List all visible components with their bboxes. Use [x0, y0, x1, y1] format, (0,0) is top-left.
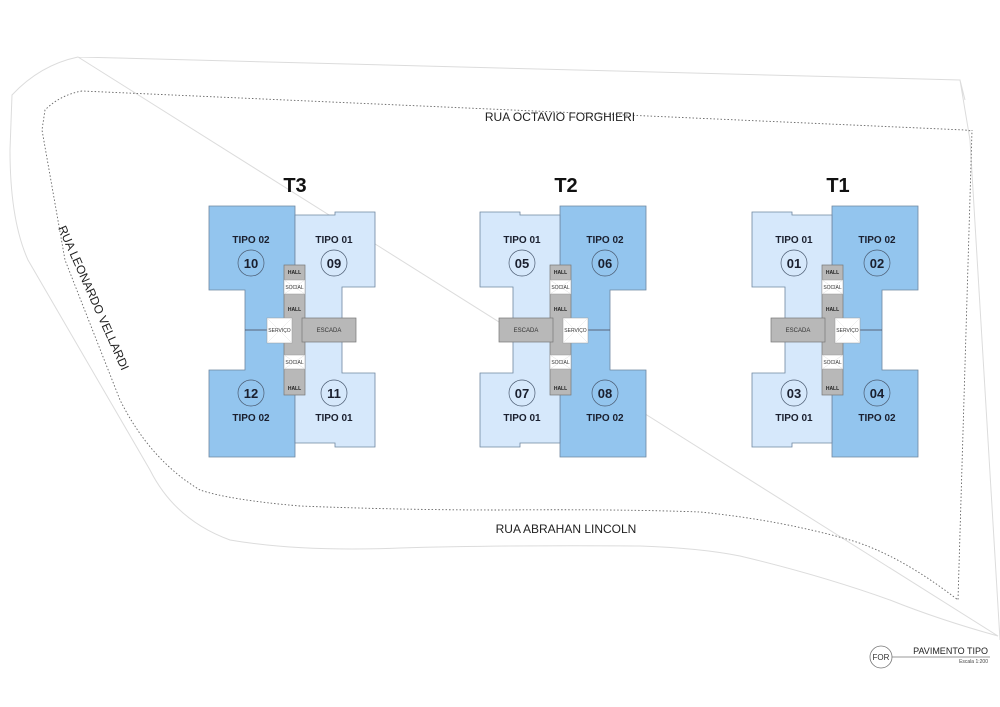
- street-label-west: RUA LEONARDO VELLARDI: [55, 224, 132, 373]
- hall-label: HALL: [826, 386, 839, 392]
- unit-type-label: TIPO 01: [775, 235, 813, 246]
- hall-label: HALL: [826, 307, 839, 313]
- unit-number: 07: [515, 386, 529, 401]
- cross-line: [562, 317, 589, 344]
- legend-scale: Escala 1:200: [959, 659, 988, 665]
- unit-type-label: TIPO 01: [503, 413, 541, 424]
- escada-stair: [770, 317, 826, 343]
- social-label: SOCIAL: [285, 285, 304, 291]
- lot-boundary: [41, 90, 973, 601]
- unit-04[interactable]: TIPO 02 04: [858, 379, 896, 424]
- social-label: SOCIAL: [823, 360, 842, 366]
- cross-line: [821, 279, 844, 295]
- escada-label: ESCADA: [786, 328, 811, 334]
- unit-type-label: TIPO 01: [315, 413, 353, 424]
- hall-label: HALL: [288, 270, 301, 276]
- hall-label: HALL: [554, 270, 567, 276]
- unit-03[interactable]: TIPO 01 03: [775, 379, 813, 424]
- unit-type-label: TIPO 02: [586, 413, 624, 424]
- cross-line: [283, 279, 306, 295]
- servico-label: SERVIÇO: [836, 328, 859, 334]
- escada-stair: [498, 317, 554, 343]
- street-label-south: RUA ABRAHAN LINCOLN: [496, 522, 637, 536]
- servico-label: SERVIÇO: [268, 328, 291, 334]
- hall-label: HALL: [554, 386, 567, 392]
- cross-line: [549, 354, 572, 370]
- unit-number-circle: [780, 379, 808, 407]
- unit-type-label: TIPO 01: [775, 413, 813, 424]
- unit-11[interactable]: TIPO 01 11: [315, 379, 353, 424]
- unit-number-circle: [237, 249, 265, 277]
- street-curb-line: [9, 56, 1000, 641]
- unit-number: 05: [515, 256, 529, 271]
- unit-type-label: TIPO 02: [858, 235, 896, 246]
- legend-code: FOR: [873, 653, 890, 662]
- unit-number-circle: [863, 379, 891, 407]
- unit-number: 01: [787, 256, 801, 271]
- tower-title: T1: [826, 175, 849, 197]
- hall-label: HALL: [826, 270, 839, 276]
- legend-title: PAVIMENTO TIPO: [913, 646, 988, 656]
- tower-t3: SOCIAL SOCIAL HALL HALL HALL SERVIÇO ESCADA T3T…: [208, 175, 376, 458]
- escada-label: ESCADA: [317, 328, 342, 334]
- escada-stair: [301, 317, 357, 343]
- unit-number: 10: [244, 256, 258, 271]
- tower-t2: SOCIAL SOCIAL HALL HALL HALL SERVIÇO ESCADA T2T…: [479, 175, 647, 458]
- unit-type-label: TIPO 02: [232, 235, 270, 246]
- unit-06[interactable]: TIPO 02 06: [586, 235, 624, 277]
- cross-line: [834, 317, 861, 344]
- cross-line: [266, 317, 293, 344]
- hall-label: HALL: [288, 307, 301, 313]
- unit-number-circle: [237, 379, 265, 407]
- unit-number-circle: [780, 249, 808, 277]
- unit-number: 09: [327, 256, 341, 271]
- unit-type-label: TIPO 02: [586, 235, 624, 246]
- unit-number-circle: [320, 379, 348, 407]
- servico-label: SERVIÇO: [564, 328, 587, 334]
- unit-number: 08: [598, 386, 612, 401]
- unit-12[interactable]: TIPO 02 12: [232, 379, 270, 424]
- unit-02[interactable]: TIPO 02 02: [858, 235, 896, 277]
- cross-line: [549, 279, 572, 295]
- unit-type-label: TIPO 02: [232, 413, 270, 424]
- plan-legend: FOR PAVIMENTO TIPO Escala 1:200: [869, 645, 990, 669]
- social-label: SOCIAL: [551, 360, 570, 366]
- social-label: SOCIAL: [285, 360, 304, 366]
- tower-t1: SOCIAL SOCIAL HALL HALL HALL SERVIÇO ESCADA T1T…: [751, 175, 919, 458]
- unit-type-label: TIPO 01: [503, 235, 541, 246]
- unit-type-label: TIPO 01: [315, 235, 353, 246]
- social-label: SOCIAL: [823, 285, 842, 291]
- social-label: SOCIAL: [551, 285, 570, 291]
- unit-05[interactable]: TIPO 01 05: [503, 235, 541, 277]
- street-label-north: RUA OCTAVIO FORGHIERI: [485, 110, 635, 124]
- unit-10[interactable]: TIPO 02 10: [232, 235, 270, 277]
- hall-label: HALL: [288, 386, 301, 392]
- escada-label: ESCADA: [514, 328, 539, 334]
- cross-line: [821, 354, 844, 370]
- unit-number: 12: [244, 386, 258, 401]
- unit-number: 03: [787, 386, 801, 401]
- unit-number: 04: [870, 386, 885, 401]
- unit-number-circle: [320, 249, 348, 277]
- unit-number-circle: [508, 379, 536, 407]
- unit-number-circle: [591, 249, 619, 277]
- tower-title: T3: [283, 175, 306, 197]
- unit-09[interactable]: TIPO 01 09: [315, 235, 353, 277]
- unit-type-label: TIPO 02: [858, 413, 896, 424]
- unit-number-circle: [863, 249, 891, 277]
- unit-number-circle: [591, 379, 619, 407]
- hall-label: HALL: [554, 307, 567, 313]
- unit-number: 11: [327, 386, 341, 401]
- cross-line: [283, 354, 306, 370]
- unit-number: 02: [870, 256, 884, 271]
- tower-title: T2: [554, 175, 577, 197]
- unit-number: 06: [598, 256, 612, 271]
- unit-01[interactable]: TIPO 01 01: [775, 235, 813, 277]
- unit-07[interactable]: TIPO 01 07: [503, 379, 541, 424]
- unit-number-circle: [508, 249, 536, 277]
- unit-08[interactable]: TIPO 02 08: [586, 379, 624, 424]
